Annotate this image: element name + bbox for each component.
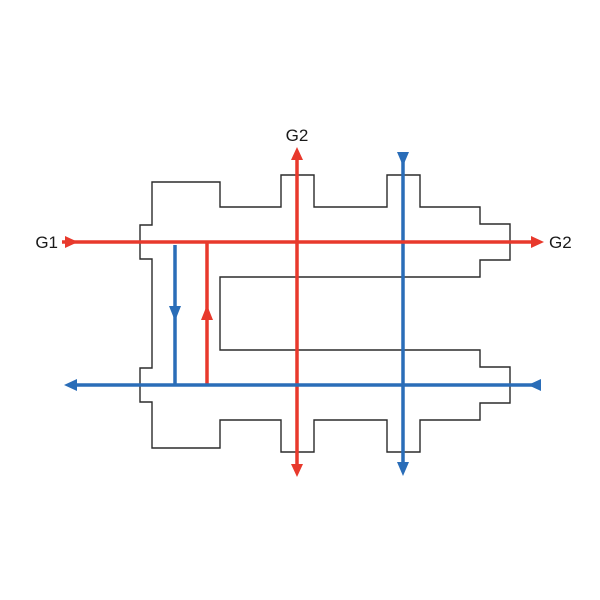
manifold-body-outline [139,174,511,453]
label-left-port: G1 [35,233,58,252]
return-riser-bottom-arrow-icon [397,462,409,476]
supply-riser-top-arrow-icon [291,147,303,160]
return-riser-top-arrow-icon [397,152,409,166]
separator-upflow-arrow-icon [201,305,213,320]
return-exit-left-arrow-icon [64,379,77,391]
return-enter-right-arrow-icon [528,379,541,391]
label-top-port: G2 [286,126,309,145]
supply-start-arrow-icon [65,236,78,248]
separator-downflow-arrow-icon [169,306,181,321]
supply-end-arrow-icon [531,236,544,248]
supply-riser-bottom-arrow-icon [291,464,303,477]
label-right-port: G2 [549,233,572,252]
